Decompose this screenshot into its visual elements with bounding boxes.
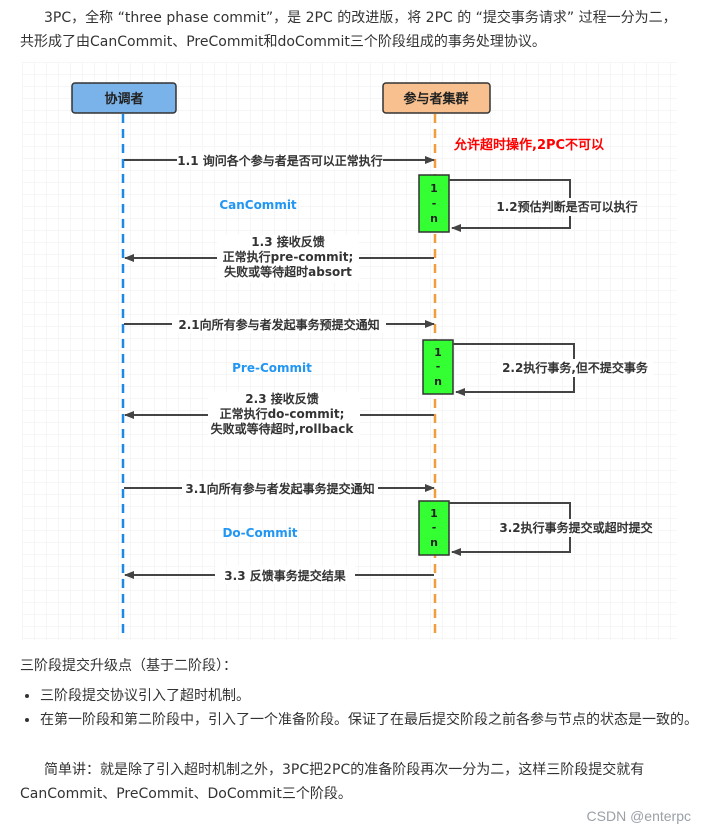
phase-precommit: 2.1向所有参与者发起事务预提交通知 Pre-Commit 1 - n 2.2执…: [124, 315, 653, 439]
request-label: 2.1向所有参与者发起事务预提交通知: [178, 317, 379, 332]
svg-text:1: 1: [430, 507, 438, 520]
timeout-note: 允许超时操作,2PC不可以: [453, 137, 604, 153]
response-label-line1: 1.3 接收反馈: [251, 234, 324, 249]
response-label-line3: 失败或等待超时,rollback: [211, 421, 355, 436]
svg-text:-: -: [436, 360, 441, 373]
response-label-line2: 正常执行do-commit;: [220, 406, 345, 421]
response-label-line1: 3.3 反馈事务提交结果: [224, 568, 345, 583]
svg-text:n: n: [430, 212, 438, 225]
coordinator-label: 协调者: [104, 91, 143, 107]
list-item: 在第一阶段和第二阶段中，引入了一个准备阶段。保证了在最后提交阶段之前各参与节点的…: [40, 708, 703, 732]
svg-text:-: -: [432, 197, 437, 210]
participants-header: 参与者集群: [382, 82, 491, 114]
sequence-diagram: 协调者 参与者集群 允许超时操作,2PC不可以 1.1 询问各个参与者是否可以正…: [22, 62, 677, 640]
self-label: 2.2执行事务,但不提交事务: [502, 360, 649, 375]
request-label: 1.1 询问各个参与者是否可以正常执行: [177, 153, 382, 168]
response-label-line3: 失败或等待超时absort: [224, 264, 352, 279]
self-label: 3.2执行事务提交或超时提交: [499, 520, 652, 535]
response-label-line2: 正常执行pre-commit;: [223, 249, 354, 264]
svg-text:1: 1: [430, 182, 438, 195]
svg-text:n: n: [434, 375, 442, 388]
phase-cancommit: 1.1 询问各个参与者是否可以正常执行 CanCommit 1 - n 1.2预…: [124, 151, 638, 282]
phase-label: Do-Commit: [222, 526, 297, 540]
activation-box: [422, 339, 454, 395]
phase-docommit: 3.1向所有参与者发起事务提交通知 Do-Commit 1 - n 3.2执行事…: [124, 479, 658, 584]
list-item: 三阶段提交协议引入了超时机制。: [40, 684, 703, 708]
svg-text:n: n: [430, 536, 438, 549]
participants-label: 参与者集群: [403, 91, 468, 107]
upgrade-list: 三阶段提交协议引入了超时机制。 在第一阶段和第二阶段中，引入了一个准备阶段。保证…: [20, 684, 703, 732]
response-label-line1: 2.3 接收反馈: [245, 391, 318, 406]
upgrade-title: 三阶段提交升级点（基于二阶段）：: [20, 658, 237, 674]
svg-text:-: -: [432, 521, 437, 534]
coordinator-header: 协调者: [71, 82, 177, 114]
watermark: CSDN @enterpc: [586, 808, 691, 824]
svg-text:1: 1: [434, 346, 442, 359]
activation-box: [418, 500, 450, 556]
intro-paragraph: 3PC，全称 “three phase commit”，是 2PC 的改进版，将…: [20, 10, 677, 50]
phase-label: CanCommit: [219, 198, 297, 212]
summary-paragraph: 简单讲：就是除了引入超时机制之外，3PC把2PC的准备阶段再次一分为二，这样三阶…: [20, 762, 645, 802]
activation-box: [418, 174, 450, 233]
self-label: 1.2预估判断是否可以执行: [496, 199, 637, 214]
phase-label: Pre-Commit: [232, 361, 312, 375]
request-label: 3.1向所有参与者发起事务提交通知: [185, 481, 374, 496]
